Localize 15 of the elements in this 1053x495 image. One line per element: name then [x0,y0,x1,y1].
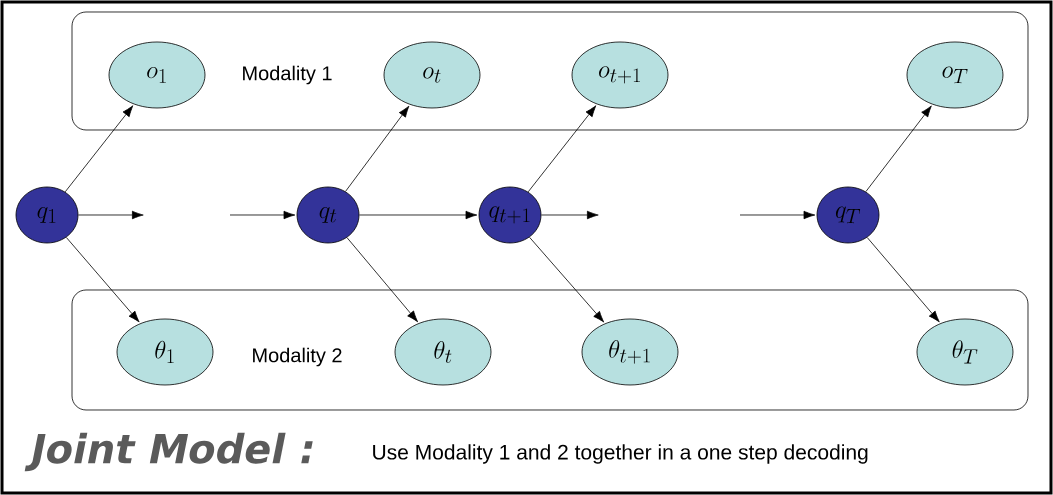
arrow [739,210,816,220]
arrow [865,105,932,193]
arrow [866,237,940,323]
arrow [529,236,605,323]
arrow [527,105,597,193]
arrow [229,210,296,220]
arrow [346,237,418,323]
arrow [541,210,599,220]
arrow [359,210,478,220]
arrow [65,237,140,323]
arrow [78,210,144,220]
outlined-heading: Joint Model : [24,432,313,472]
caption-text: Use Modality 1 and 2 together in a one step decoding [373,444,868,464]
arrow [64,105,134,193]
arrow [345,105,410,192]
